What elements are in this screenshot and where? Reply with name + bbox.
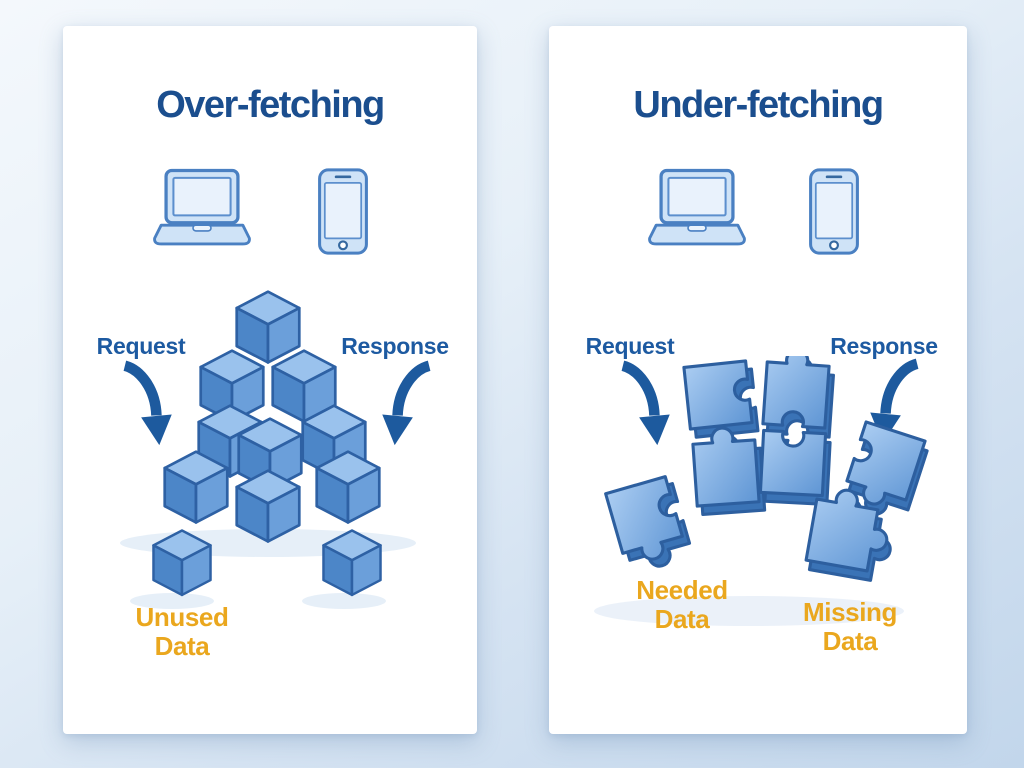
laptop-icon [648, 168, 746, 246]
needed-data-line1: Needed [636, 575, 728, 605]
cube-shadow [302, 593, 386, 609]
response-label: Response [830, 333, 938, 359]
unused-data-line2: Data [154, 631, 210, 662]
response-arrow-icon [382, 360, 431, 446]
unused-data-line1: Unused [135, 602, 229, 632]
puzzle-piece-missing [804, 488, 892, 582]
cube [163, 450, 229, 524]
over-fetching-panel: Over-fetching Request Response [63, 26, 477, 734]
unused-cube [322, 529, 382, 597]
under-fetching-panel: Under-fetching Request Response [549, 26, 967, 734]
needed-data-label: Needed Data [636, 575, 728, 635]
missing-data-line2: Data [822, 626, 878, 657]
unused-cube [152, 529, 212, 597]
puzzle-shadow [594, 596, 904, 626]
over-fetching-title: Over-fetching [156, 84, 385, 126]
request-arrow-icon [123, 360, 172, 446]
cube [315, 450, 381, 524]
request-arrow-icon [621, 360, 670, 446]
cube-shadow [130, 593, 214, 609]
puzzle-piece [758, 428, 832, 507]
smartphone-icon [809, 168, 859, 255]
smartphone-icon [318, 168, 368, 255]
missing-data-line1: Missing [803, 597, 897, 627]
cube [235, 469, 301, 543]
missing-data-label: Missing Data [803, 597, 897, 657]
puzzle-piece [691, 426, 767, 516]
unused-data-label: Unused Data [135, 602, 229, 662]
request-label: Request [585, 333, 675, 359]
needed-data-line2: Data [654, 604, 710, 635]
puzzle-piece-missing [845, 420, 929, 516]
cube [235, 290, 301, 364]
puzzle-piece-needed [604, 475, 692, 568]
puzzle-piece [682, 359, 760, 439]
laptop-icon [153, 168, 251, 246]
puzzle-piece [761, 356, 835, 439]
request-label: Request [96, 333, 186, 359]
under-fetching-title: Under-fetching [633, 84, 884, 126]
puzzle-pieces-graphic [594, 356, 929, 626]
data-cube-pyramid [120, 290, 416, 609]
response-label: Response [341, 333, 449, 359]
